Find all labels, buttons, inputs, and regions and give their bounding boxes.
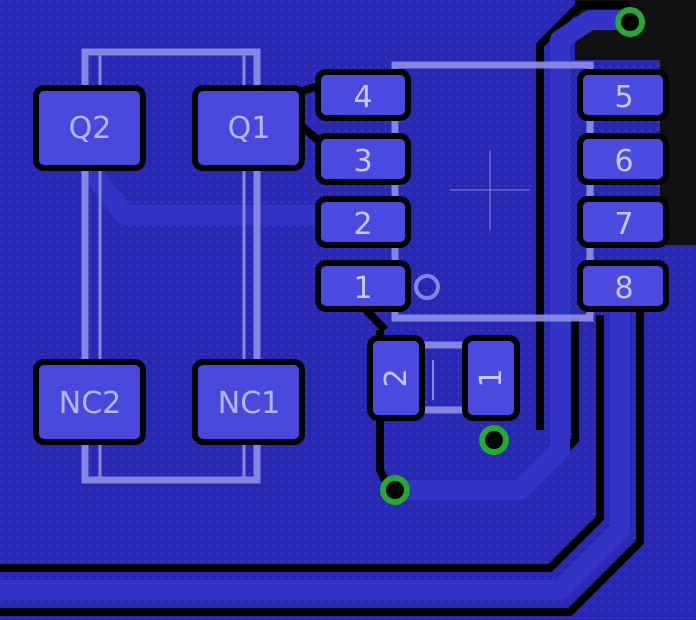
small-part: 2 1	[367, 335, 520, 421]
pad-q2-label: Q2	[69, 111, 112, 146]
ic-pin-2-label: 2	[353, 207, 372, 242]
small-part-pin-1[interactable]: 1	[462, 335, 520, 421]
pad-q2[interactable]: Q2	[33, 85, 146, 171]
pad-nc2-label: NC2	[59, 386, 121, 421]
ic-pin-3-label: 3	[353, 144, 372, 179]
small-part-pin-2[interactable]: 2	[367, 335, 425, 421]
ic-pin-7[interactable]: 7	[577, 196, 669, 248]
ic-pin-8[interactable]: 8	[577, 260, 669, 312]
footprint-pads: Q2 Q1 NC2 NC1	[33, 85, 305, 445]
small-part-pin-1-label: 1	[474, 368, 509, 387]
ic-pin-5-label: 5	[614, 80, 633, 115]
pad-nc1[interactable]: NC1	[192, 359, 305, 445]
ic-pin-7-label: 7	[614, 207, 633, 242]
ic-pin-4-label: 4	[353, 80, 372, 115]
ic-pin-6[interactable]: 6	[577, 133, 669, 185]
ic-pin-1-label: 1	[353, 271, 372, 306]
ic-pin-3[interactable]: 3	[315, 133, 411, 185]
ic-pads-right: 5 6 7 8	[577, 69, 669, 312]
ic-pads-left: 4 3 2 1	[315, 69, 411, 312]
via-bottom-left[interactable]	[380, 475, 410, 505]
ic-pin-6-label: 6	[614, 144, 633, 179]
ic-pin-1[interactable]: 1	[315, 260, 411, 312]
via-center[interactable]	[479, 425, 509, 455]
ic-pin-2[interactable]: 2	[315, 196, 411, 248]
ic-pin-5[interactable]: 5	[577, 69, 669, 121]
small-part-pin-2-label: 2	[379, 368, 414, 387]
pad-q1-label: Q1	[228, 111, 271, 146]
via-top-right[interactable]	[615, 7, 645, 37]
ic-pin-8-label: 8	[614, 271, 633, 306]
pad-q1[interactable]: Q1	[192, 85, 305, 171]
top-right-void	[575, 0, 696, 245]
vias	[380, 7, 645, 505]
pad-nc2[interactable]: NC2	[33, 359, 146, 445]
pad-nc1-label: NC1	[218, 386, 280, 421]
ic-pin-4[interactable]: 4	[315, 69, 411, 121]
